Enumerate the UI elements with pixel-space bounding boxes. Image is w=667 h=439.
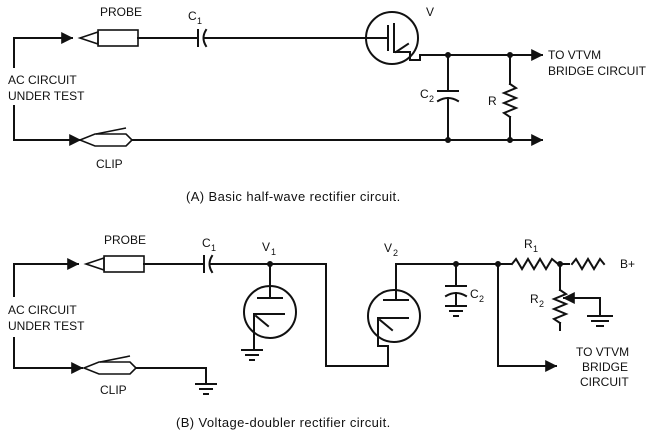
junction-b1 <box>453 261 459 267</box>
output-label-a-line2: BRIDGE CIRCUIT <box>548 64 647 78</box>
cap-c2-a-sub: 2 <box>429 94 434 104</box>
source-bracket-b <box>13 258 84 374</box>
clip-b <box>81 355 217 395</box>
bplus-label-b: B+ <box>620 257 635 271</box>
cap-c1-a-letter: C <box>188 9 197 23</box>
source-label-b-line1: AC CIRCUIT <box>8 303 77 317</box>
resistor-r-a <box>501 54 519 141</box>
output-tap-b <box>497 263 553 367</box>
tube-v1-b-letter: V <box>262 240 270 254</box>
cap-c1-b-letter: C <box>202 236 211 250</box>
interstage-wire-b <box>325 263 389 367</box>
caption-a: (A) Basic half-wave rectifier circuit. <box>186 189 401 204</box>
pot-r2-b-sub: 2 <box>539 299 544 309</box>
probe-label-b: PROBE <box>104 233 146 247</box>
capacitor-c2-b <box>444 263 468 317</box>
tube-v2-b-sub: 2 <box>393 248 398 258</box>
output-label-b-line1: TO VTVM <box>576 345 629 359</box>
junction-a4 <box>507 137 513 143</box>
junction-a3 <box>445 137 451 143</box>
probe-label-a: PROBE <box>100 5 142 19</box>
source-label-b-line2: UNDER TEST <box>8 319 85 333</box>
clip-label-a: CLIP <box>96 157 123 171</box>
vacuum-tube-v2-b <box>367 263 601 347</box>
resistor-r1-b <box>510 257 560 271</box>
potentiometer-r2-b <box>551 263 613 331</box>
diagram-b-voltage-doubler: AC CIRCUIT UNDER TEST PROBE C 1 <box>8 233 635 430</box>
vacuum-tube-v-a <box>365 11 541 65</box>
cap-c2-b-letter: C <box>470 287 479 301</box>
caption-b: (B) Voltage-doubler rectifier circuit. <box>176 415 391 430</box>
resistor-r-a-label: R <box>488 94 497 108</box>
output-label-b-line3: CIRCUIT <box>580 375 629 389</box>
clip-label-b: CLIP <box>100 383 127 397</box>
tube-v-a-label: V <box>426 5 434 19</box>
cap-c1-b-sub: 1 <box>211 243 216 253</box>
diagram-a-half-wave: AC CIRCUIT UNDER TEST PROBE C 1 V <box>8 5 647 204</box>
clip-a <box>77 127 541 147</box>
capacitor-c1-a <box>197 28 373 48</box>
probe-b <box>83 255 205 273</box>
probe-a <box>77 29 199 47</box>
tube-v1-b-sub: 1 <box>271 247 276 257</box>
output-label-b-line2: BRIDGE <box>582 360 628 374</box>
resistor-bplus-b <box>570 257 606 271</box>
tube-v2-b-letter: V <box>384 241 392 255</box>
junction-a1 <box>445 52 451 58</box>
cap-c1-a-sub: 1 <box>197 16 202 26</box>
resistor-r1-b-sub: 1 <box>533 244 538 254</box>
junction-a2 <box>507 52 513 58</box>
source-label-a-line2: UNDER TEST <box>8 89 85 103</box>
cap-c2-a-letter: C <box>420 87 429 101</box>
source-label-a-line1: AC CIRCUIT <box>8 73 77 87</box>
source-bracket-a <box>13 32 82 146</box>
vacuum-tube-v1-b <box>241 261 297 361</box>
cap-c2-b-sub: 2 <box>479 294 484 304</box>
pot-r2-b-letter: R <box>530 292 539 306</box>
capacitor-c2-a <box>436 54 460 141</box>
junction-b2 <box>495 261 501 267</box>
capacitor-c1-b <box>203 254 327 274</box>
output-label-a-line1: TO VTVM <box>548 48 601 62</box>
resistor-r1-b-letter: R <box>524 237 533 251</box>
junction-b3 <box>557 261 563 267</box>
